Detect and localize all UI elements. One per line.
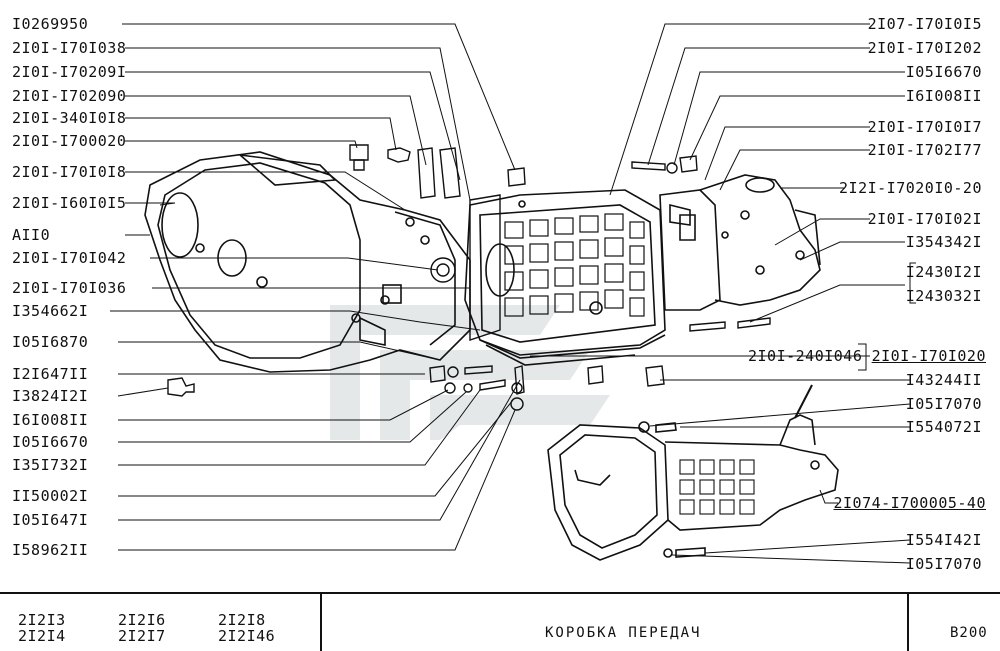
part-label-left: I354662I [12,302,89,320]
model-code: 2I2I8 [218,611,266,629]
part-label-right: I554072I [905,418,982,436]
assembled-gearbox [547,384,839,561]
model-code: 2I2I6 [118,611,166,629]
part-label-right: 2I074-I700005-40 [833,494,986,512]
exploded-view-drawing [110,23,916,564]
part-label-left: 2I0I-I70I038 [12,39,127,57]
part-label-right: I243032I [905,287,982,305]
part-label-left: I05I6870 [12,333,89,351]
part-label-right: 2I0I-I70I02I [867,210,982,228]
part-label-right: I05I6670 [905,63,982,81]
gearbox-case [464,189,666,366]
part-label-left: I58962II [12,541,89,559]
part-label-right: 2I2I-I7020I0-20 [839,179,982,197]
part-label-left: 2I0I-I70I036 [12,279,127,297]
part-label-right: I05I7070 [905,555,982,573]
part-label-right: I354342I [905,233,982,251]
title-block: 2I2I3 2I2I4 2I2I6 2I2I7 2I2I8 2I2I46 КОР… [0,592,1000,651]
page-title: КОРОБКА ПЕРЕДАЧ [545,625,702,641]
part-label-left: I2I647II [12,365,89,383]
part-label-left: 2I0I-340I0I8 [12,109,127,127]
model-code: 2I2I46 [218,627,276,645]
part-label-left: 2I0I-I700020 [12,132,127,150]
part-label-left: AII0 [12,226,51,244]
part-label-right: 2I0I-240I046 [748,347,863,365]
rear-extension [659,174,821,311]
housing-gasket [430,194,501,341]
small-parts [167,144,771,411]
part-label-right: 2I0I-I702I77 [867,141,982,159]
part-label-left: I05I647I [12,511,89,529]
part-label-right: 2I07-I70I0I5 [867,15,982,33]
leader-lines [110,23,916,564]
model-code: 2I2I7 [118,627,166,645]
title-block-divider [320,594,322,651]
part-label-left: I05I6670 [12,433,89,451]
part-label-right: I554I42I [905,531,982,549]
part-label-right: I2430I2I [905,263,982,281]
part-label-right: 2I0I-I70I202 [867,39,982,57]
part-label-right: I43244II [905,371,982,389]
part-label-left: 2I0I-I60I0I5 [12,194,127,212]
part-label-right: I6I008II [905,87,982,105]
part-label-right: 2I0I-I70I020 [871,347,986,365]
title-block-divider [907,594,909,651]
part-label-left: I6I008II [12,411,89,429]
part-label-left: 2I0I-I70I042 [12,249,127,267]
part-label-left: 2I0I-I702090 [12,87,127,105]
model-code: 2I2I4 [18,627,66,645]
page-code: B200 [950,625,988,641]
part-label-left: 2I0I-I70209I [12,63,127,81]
part-label-left: II50002I [12,487,89,505]
part-label-left: I0269950 [12,15,89,33]
part-label-right: I05I7070 [905,395,982,413]
part-label-left: I35I732I [12,456,89,474]
parts-diagram: I0269950 2I0I-I70I038 2I0I-I70209I 2I0I-… [12,15,986,573]
part-label-left: 2I0I-I70I0I8 [12,163,127,181]
clutch-housing [144,151,471,373]
part-label-left: I3824I2I [12,387,89,405]
part-label-right: 2I0I-I70I0I7 [867,118,982,136]
model-code: 2I2I3 [18,611,66,629]
